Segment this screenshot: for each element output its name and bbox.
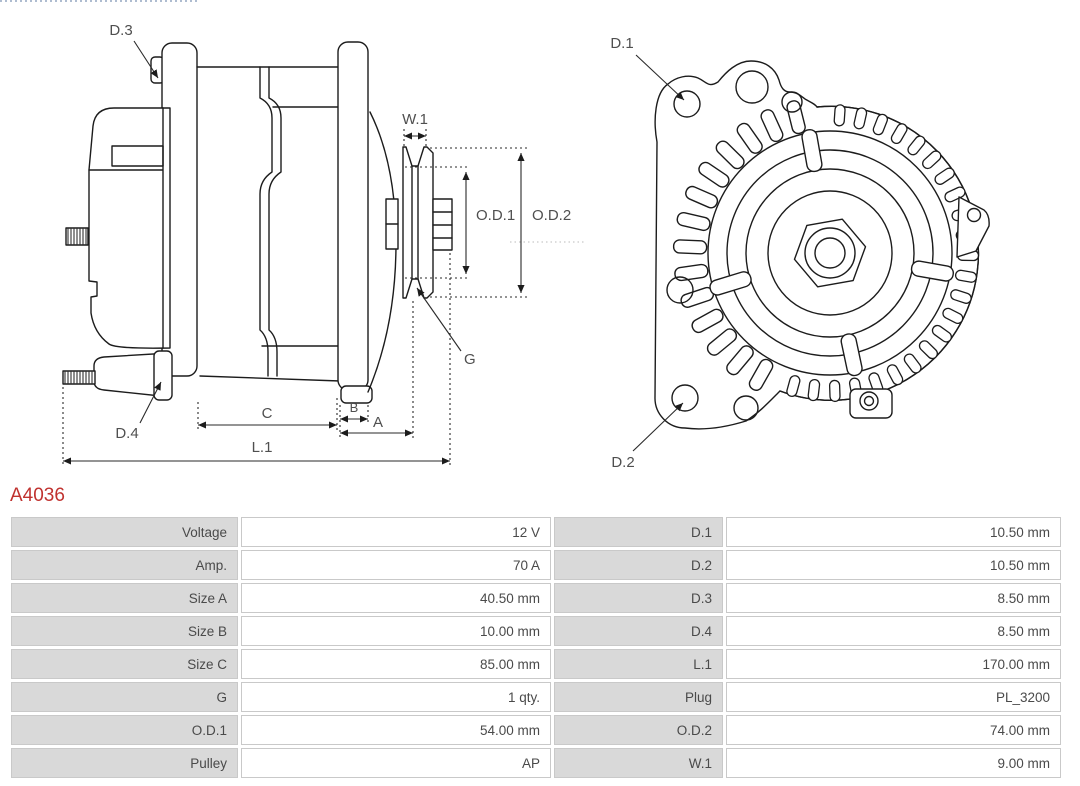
- spec-label-cell: Size A: [11, 583, 238, 613]
- table-row: G 1 qty. Plug PL_3200: [11, 682, 1061, 712]
- top-left-dotted-artifact: [0, 0, 200, 2]
- spec-value-cell: 54.00 mm: [241, 715, 551, 745]
- right-side-ear: [956, 196, 990, 258]
- table-row: Size B 10.00 mm D.4 8.50 mm: [11, 616, 1061, 646]
- spec-label-cell: Voltage: [11, 517, 238, 547]
- part-number: A4036: [10, 485, 65, 506]
- spec-value-cell: 10.00 mm: [241, 616, 551, 646]
- pulley-spokes: [709, 129, 954, 377]
- spec-label-cell: O.D.2: [554, 715, 723, 745]
- dim-g: G: [416, 287, 476, 368]
- front-bracket-bar: [337, 41, 369, 391]
- dim-label-d4: D.4: [115, 425, 138, 442]
- spec-value-cell: 9.00 mm: [726, 748, 1061, 778]
- table-row: Amp. 70 A D.2 10.50 mm: [11, 550, 1061, 580]
- spec-value-cell: 1 qty.: [241, 682, 551, 712]
- dim-label-od2: O.D.2: [532, 207, 571, 224]
- table-row: O.D.1 54.00 mm O.D.2 74.00 mm: [11, 715, 1061, 745]
- dim-od1: O.D.1: [405, 166, 515, 279]
- spec-label-cell: Size C: [11, 649, 238, 679]
- rear-cover: [88, 107, 171, 349]
- mounting-holes: [666, 70, 803, 421]
- front-bracket-foot: [340, 385, 373, 404]
- spec-label-cell: Plug: [554, 682, 723, 712]
- spec-label-cell: L.1: [554, 649, 723, 679]
- spec-label-cell: D.1: [554, 517, 723, 547]
- specs-table: Voltage 12 V D.1 10.50 mm Amp. 70 A D.2 …: [8, 514, 1064, 781]
- spec-value-cell: AP: [241, 748, 551, 778]
- bottom-ear-plate: [849, 388, 893, 419]
- dim-l1: L.1: [62, 253, 451, 465]
- shaft-hex-nut: [793, 218, 867, 288]
- spec-value-cell: 12 V: [241, 517, 551, 547]
- dim-od2: O.D.2: [430, 147, 585, 298]
- stator-body: [196, 66, 341, 382]
- spec-value-cell: 70 A: [241, 550, 551, 580]
- table-row: Size C 85.00 mm L.1 170.00 mm: [11, 649, 1061, 679]
- dim-label-d2: D.2: [611, 454, 634, 471]
- pulley-side: [402, 146, 434, 299]
- spec-value-cell: 8.50 mm: [726, 616, 1061, 646]
- front-face-circles: [707, 130, 953, 376]
- table-row: Size A 40.50 mm D.3 8.50 mm: [11, 583, 1061, 613]
- technical-drawing: W.1 O.D.1 O.D.2 G D.3 D.4: [62, 22, 990, 471]
- cooling-fin-ring: [786, 104, 980, 403]
- spec-label-cell: Pulley: [11, 748, 238, 778]
- dim-label-b: B: [350, 400, 359, 415]
- spec-label-cell: Size B: [11, 616, 238, 646]
- dim-label-d3: D.3: [109, 22, 132, 39]
- table-row: Voltage 12 V D.1 10.50 mm: [11, 517, 1061, 547]
- dim-label-od1: O.D.1: [476, 207, 515, 224]
- terminal-stud-upper: [65, 227, 89, 246]
- dim-d3: D.3: [109, 22, 159, 79]
- dim-label-w1: W.1: [402, 111, 428, 128]
- spec-label-cell: Amp.: [11, 550, 238, 580]
- dim-label-c: C: [262, 405, 273, 422]
- spec-label-cell: G: [11, 682, 238, 712]
- dim-a: A: [340, 301, 414, 438]
- spec-value-cell: 8.50 mm: [726, 583, 1061, 613]
- spec-value-cell: 85.00 mm: [241, 649, 551, 679]
- dim-label-g: G: [464, 351, 476, 368]
- dim-label-l1: L.1: [252, 439, 273, 456]
- lower-ear-plate: [153, 350, 173, 401]
- spec-label-cell: D.4: [554, 616, 723, 646]
- alternator-side-view: W.1 O.D.1 O.D.2 G D.3 D.4: [62, 22, 585, 465]
- spec-label-cell: O.D.1: [11, 715, 238, 745]
- spec-value-cell: 40.50 mm: [241, 583, 551, 613]
- dim-b: B: [339, 400, 369, 437]
- spec-label-cell: D.2: [554, 550, 723, 580]
- dim-d2: D.2: [611, 402, 684, 471]
- spec-value-cell: PL_3200: [726, 682, 1061, 712]
- alternator-front-view: D.1 D.2: [610, 35, 990, 471]
- dim-w1: W.1: [402, 111, 428, 146]
- vent-slot-ring: [672, 100, 806, 391]
- spec-label-cell: W.1: [554, 748, 723, 778]
- spec-value-cell: 74.00 mm: [726, 715, 1061, 745]
- spec-value-cell: 170.00 mm: [726, 649, 1061, 679]
- terminal-stud-lower: [62, 370, 96, 385]
- spec-value-cell: 10.50 mm: [726, 550, 1061, 580]
- dim-d1: D.1: [610, 35, 685, 101]
- nose-cone: [367, 111, 397, 393]
- spec-label-cell: D.3: [554, 583, 723, 613]
- shaft-end-ribs: [432, 198, 453, 251]
- dim-d4: D.4: [115, 381, 162, 442]
- dim-c: C: [197, 398, 338, 431]
- shaft-collar: [385, 198, 399, 250]
- dim-label-a: A: [373, 414, 383, 431]
- table-row: Pulley AP W.1 9.00 mm: [11, 748, 1061, 778]
- dim-label-d1: D.1: [610, 35, 633, 52]
- spec-value-cell: 10.50 mm: [726, 517, 1061, 547]
